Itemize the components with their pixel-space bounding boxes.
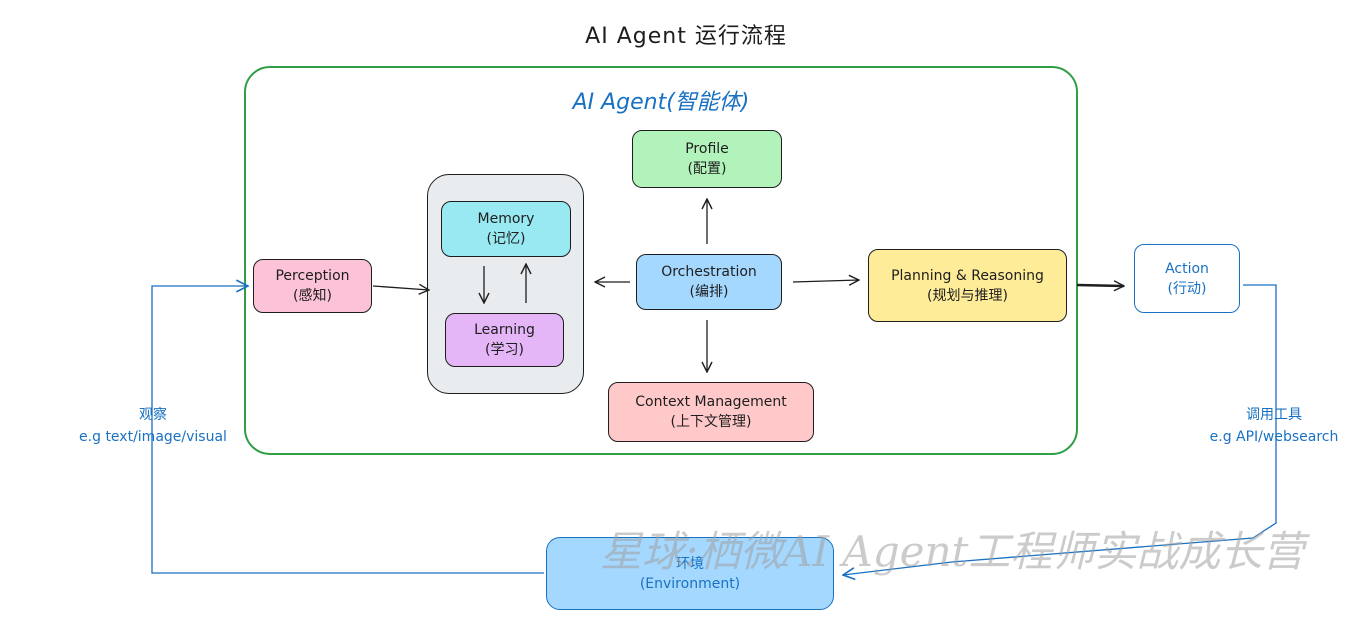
learning-label: Learning (474, 322, 535, 338)
orchestration-sublabel: (编排) (689, 284, 729, 300)
agent-title: AI Agent(智能体) (572, 90, 750, 115)
observe-label: 观察 (139, 407, 167, 423)
environment-sublabel: (Environment) (639, 575, 741, 592)
planning-sublabel: (规划与推理) (927, 287, 1008, 304)
perception-label: Perception (275, 268, 350, 284)
planning-label: Planning & Reasoning (891, 267, 1044, 284)
invoke-example: e.g API/websearch (1209, 429, 1339, 445)
planning-reasoning-node: Planning & Reasoning (规划与推理) (868, 249, 1067, 322)
context-label: Context Management (635, 394, 787, 410)
action-to-environment-arrow (843, 284, 1277, 575)
observe-edge-label: 观察 e.g text/image/visual (48, 404, 258, 448)
perception-node: Perception (感知) (253, 259, 372, 313)
profile-sublabel: (配置) (687, 161, 727, 177)
memory-sublabel: (记忆) (486, 231, 526, 247)
invoke-tools-edge-label: 调用工具 e.g API/websearch (1176, 404, 1372, 448)
orchestration-node: Orchestration (编排) (636, 254, 782, 310)
action-label: Action (1165, 260, 1209, 277)
context-sublabel: (上下文管理) (670, 414, 752, 430)
environment-node: 环境 (Environment) (546, 537, 834, 610)
diagram-title: AI Agent 运行流程 (585, 24, 787, 49)
memory-node: Memory (记忆) (441, 201, 571, 257)
environment-to-perception-arrow (151, 286, 544, 574)
action-sublabel: (行动) (1167, 280, 1207, 297)
observe-example: e.g text/image/visual (79, 429, 227, 445)
watermark-text: 星球:栖微AI Agent工程师实战成长营 (600, 527, 1305, 576)
agent-boundary (244, 66, 1078, 455)
invoke-label: 调用工具 (1246, 407, 1302, 423)
action-node: Action (行动) (1134, 244, 1240, 313)
profile-node: Profile (配置) (632, 130, 782, 188)
perception-sublabel: (感知) (293, 288, 332, 304)
memory-label: Memory (477, 211, 535, 227)
context-management-node: Context Management (上下文管理) (608, 382, 814, 442)
learning-sublabel: (学习) (485, 342, 524, 358)
planning-to-action-arrow (1076, 285, 1124, 286)
perception-to-memory-arrow (372, 286, 429, 290)
profile-label: Profile (685, 141, 729, 157)
environment-label: 环境 (676, 555, 704, 572)
learning-node: Learning (学习) (445, 313, 564, 367)
orchestration-to-planning-arrow (792, 280, 859, 282)
orchestration-label: Orchestration (661, 264, 757, 280)
